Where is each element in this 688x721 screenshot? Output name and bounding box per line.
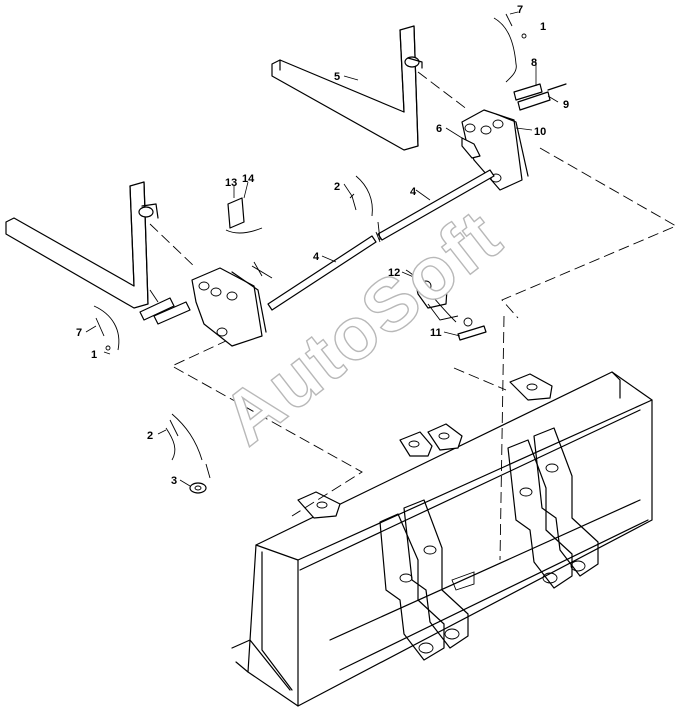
part-11 (457, 325, 487, 341)
leader-lines (85, 11, 559, 487)
callout-labels: 7 1 8 9 5 6 10 13 14 2 4 4 12 11 7 1 2 3 (76, 4, 569, 487)
callout-10: 10 (534, 126, 546, 138)
part-6 (461, 137, 481, 159)
callout-3: 3 (171, 475, 177, 487)
bucket (231, 371, 653, 707)
right-fork (271, 25, 423, 151)
callout-2-bottom: 2 (147, 430, 153, 442)
callout-12: 12 (388, 267, 400, 279)
callout-11: 11 (430, 327, 442, 339)
callout-1-right: 1 (540, 21, 546, 33)
left-fork (5, 181, 159, 309)
left-carrier (191, 261, 273, 347)
callout-7-right: 7 (517, 4, 523, 16)
callout-9: 9 (563, 99, 569, 111)
left-pins (93, 289, 191, 351)
callout-4-left: 4 (313, 251, 320, 263)
cotter-pin-top (349, 175, 381, 241)
callout-13: 13 (225, 177, 237, 189)
callout-6: 6 (436, 123, 442, 135)
parts-13-14 (225, 197, 263, 234)
cross-shafts (267, 169, 495, 311)
right-pins (493, 13, 567, 111)
callout-2-top: 2 (334, 181, 340, 193)
assembly-lines (149, 71, 678, 561)
callout-4-right: 4 (410, 186, 417, 198)
callout-14: 14 (242, 173, 255, 185)
parts-2-3-bottom (165, 413, 211, 494)
callout-7-left: 7 (76, 327, 82, 339)
callout-8: 8 (531, 57, 537, 69)
part-12 (405, 263, 473, 327)
callout-5: 5 (334, 71, 340, 83)
callout-1-left: 1 (91, 349, 97, 361)
